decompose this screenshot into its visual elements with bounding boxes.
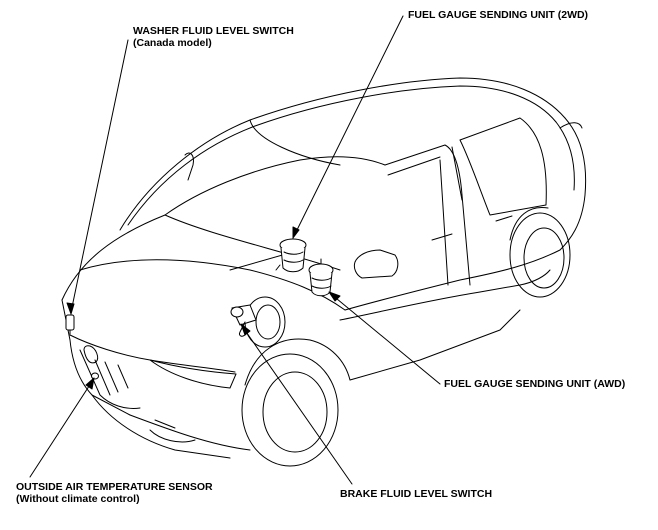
washer-fluid-label-line1: WASHER FLUID LEVEL SWITCH <box>133 25 294 37</box>
leader-lines <box>29 15 441 485</box>
washer-fluid-label-line2: (Canada model) <box>133 37 212 49</box>
fuel-unit-2wd-component <box>275 233 307 273</box>
fuel-gauge-awd-label-line1: FUEL GAUGE SENDING UNIT (AWD) <box>444 378 626 390</box>
brake-fluid-label: BRAKE FLUID LEVEL SWITCH <box>340 488 492 500</box>
outside-air-sensor-component <box>91 372 99 380</box>
fuel-awd-leader <box>330 293 441 385</box>
outside-air-temp-label-line2: (Without climate control) <box>16 493 140 505</box>
fuel-gauge-awd-label: FUEL GAUGE SENDING UNIT (AWD) <box>444 378 625 390</box>
brake-leader <box>241 325 353 485</box>
outside-air-temp-label-line1: OUTSIDE AIR TEMPERATURE SENSOR <box>16 481 213 493</box>
brake-fluid-label-line1: BRAKE FLUID LEVEL SWITCH <box>340 488 493 500</box>
oat-arrowhead <box>85 377 95 390</box>
washer-fluid-label: WASHER FLUID LEVEL SWITCH (Canada model) <box>133 25 294 49</box>
washer-leader <box>70 39 129 313</box>
brake-fluid-component <box>230 296 286 348</box>
fuel-awd-arrowhead <box>328 291 341 302</box>
fuel-gauge-2wd-label-line1: FUEL GAUGE SENDING UNIT (2WD) <box>408 9 589 21</box>
brake-arrowhead <box>240 323 251 336</box>
oat-leader <box>29 379 94 478</box>
fuel-2wd-leader <box>293 15 404 237</box>
washer-switch-component <box>65 314 75 335</box>
washer-arrowhead <box>66 302 75 315</box>
fuel-2wd-arrowhead <box>292 226 300 239</box>
fuel-gauge-2wd-label: FUEL GAUGE SENDING UNIT (2WD) <box>408 9 588 21</box>
outside-air-temp-label: OUTSIDE AIR TEMPERATURE SENSOR (Without … <box>16 481 213 505</box>
fuel-unit-awd-component <box>308 258 334 297</box>
